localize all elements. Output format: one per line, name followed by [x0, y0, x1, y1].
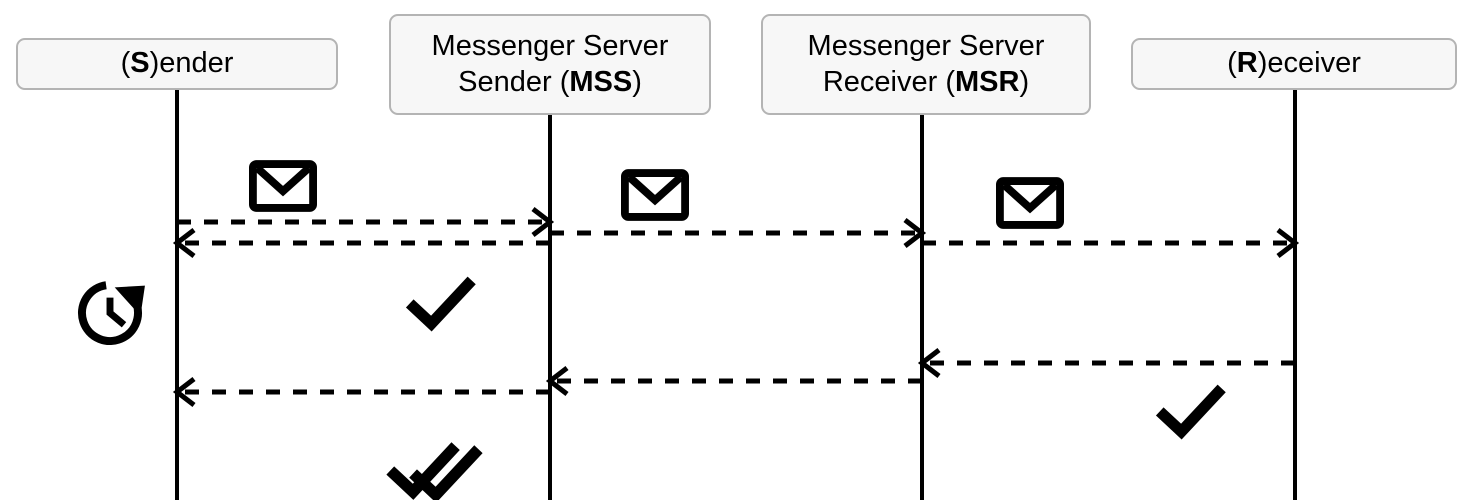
message-arrowhead-msg-mss-to-s-delivered	[172, 377, 196, 407]
icons-group	[78, 160, 1226, 500]
message-arrowhead-msg-r-to-msr	[917, 348, 941, 378]
check-stroke-back	[386, 442, 460, 500]
envelope-icon	[620, 169, 689, 221]
envelope-flap	[626, 174, 684, 206]
check-stroke	[1155, 384, 1226, 440]
message-msg-mss-to-msr[interactable]	[550, 218, 927, 248]
message-msg-s-to-mss[interactable]	[177, 207, 555, 237]
envelope-icon	[249, 160, 318, 212]
clock-hands	[106, 297, 127, 328]
message-msg-mss-to-s-ack[interactable]	[172, 228, 550, 258]
messages-group	[172, 207, 1300, 407]
clock-ring	[78, 281, 142, 345]
clock-retry-icon	[78, 281, 145, 345]
participant-box-receiver[interactable]: (R)eceiver	[1131, 38, 1457, 90]
check-stroke	[405, 276, 476, 332]
participant-label-sender: (S)ender	[120, 47, 234, 80]
double-check-icon	[386, 442, 483, 500]
participant-label-receiver: (R)eceiver	[1227, 47, 1361, 80]
lifelines-group	[175, 90, 1297, 500]
message-arrowhead-msg-s-to-mss	[531, 207, 555, 237]
clock-arrowhead	[114, 285, 145, 316]
message-arrowhead-msg-msr-to-mss	[545, 366, 569, 396]
participant-box-sender[interactable]: (S)ender	[16, 38, 338, 90]
message-arrowhead-msg-msr-to-r	[1276, 228, 1300, 258]
check-stroke-front	[409, 445, 483, 500]
message-arrowhead-msg-mss-to-msr	[903, 218, 927, 248]
message-msg-msr-to-mss[interactable]	[545, 366, 922, 396]
envelope-icon	[995, 177, 1064, 229]
message-arrowhead-msg-mss-to-s-ack	[172, 228, 196, 258]
message-msg-r-to-msr[interactable]	[917, 348, 1295, 378]
message-msg-msr-to-r[interactable]	[922, 228, 1300, 258]
single-check-icon	[405, 276, 476, 332]
envelope-flap	[254, 165, 312, 197]
message-msg-mss-to-s-delivered[interactable]	[172, 377, 550, 407]
single-check-icon	[1155, 384, 1226, 440]
envelope-flap	[1001, 182, 1059, 214]
